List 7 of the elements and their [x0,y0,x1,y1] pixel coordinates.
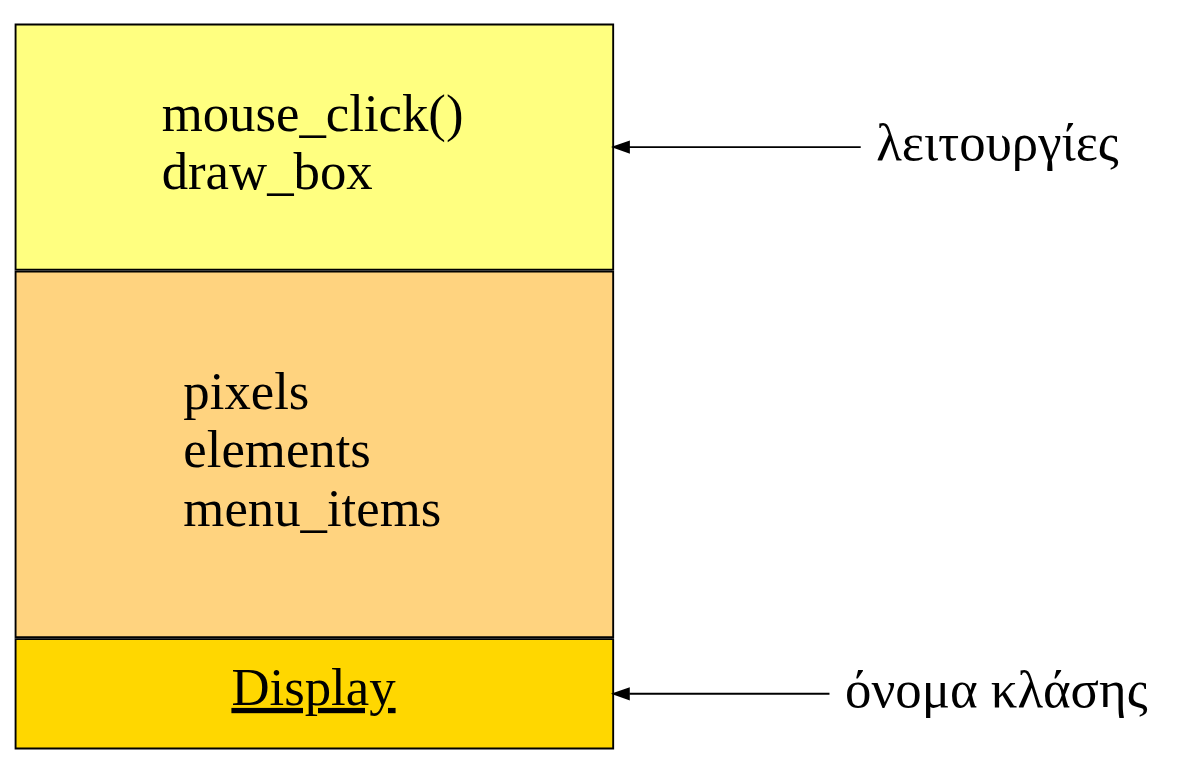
node-box: Display [14,637,615,749]
arrow [611,139,862,154]
arrow [610,686,831,700]
node-box: pixels elements menu_items [14,270,615,638]
node-text: λειτουργίες [876,112,1119,171]
node-text: όνομα κλάσης [845,659,1148,718]
node-box: mouse_click() draw_box [14,23,615,271]
